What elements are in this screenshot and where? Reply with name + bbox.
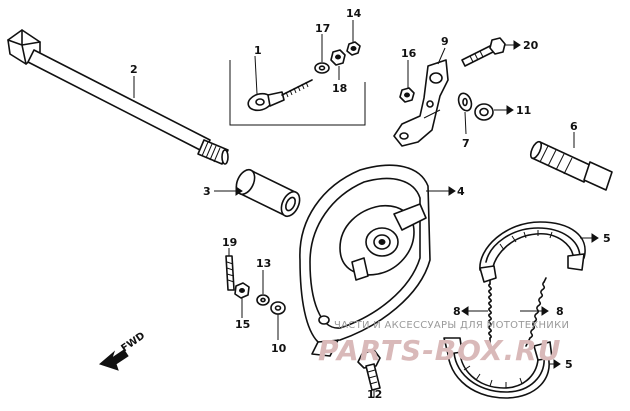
label-part-5-upper: 5 bbox=[603, 232, 611, 245]
axle-part-2 bbox=[7, 29, 229, 165]
label-part-17: 17 bbox=[315, 22, 330, 35]
label-part-8-right: 8 bbox=[556, 305, 564, 318]
brake-rod-assembly-frame bbox=[229, 60, 366, 126]
label-part-18: 18 bbox=[332, 82, 347, 95]
brake-arm-part-9 bbox=[393, 59, 449, 147]
part-number-labels: 1 2 3 4 5 5 6 7 8 8 9 10 11 12 13 14 15 … bbox=[130, 7, 611, 401]
label-part-11: 11 bbox=[516, 104, 531, 117]
nut-part-18 bbox=[330, 49, 346, 66]
label-part-12: 12 bbox=[367, 388, 382, 401]
label-part-4: 4 bbox=[457, 185, 465, 198]
watermark-logo: PARTS-BOX.RU bbox=[318, 334, 561, 367]
screw-part-19 bbox=[225, 255, 235, 291]
washer-part-7 bbox=[457, 92, 473, 112]
washer-part-10 bbox=[270, 301, 286, 315]
washer-part-13 bbox=[256, 294, 270, 306]
label-part-5-lower: 5 bbox=[565, 358, 573, 371]
label-part-6: 6 bbox=[570, 120, 578, 133]
label-part-16: 16 bbox=[401, 47, 417, 60]
label-part-9: 9 bbox=[441, 35, 449, 48]
collar-part-3 bbox=[235, 168, 301, 218]
label-part-1: 1 bbox=[254, 44, 262, 57]
bolt-part-20 bbox=[461, 37, 506, 67]
fwd-label: FWD bbox=[119, 330, 147, 354]
brake-cam-part-6 bbox=[529, 140, 613, 191]
bolt-part-12 bbox=[357, 349, 381, 391]
brake-shoe-lower-part-5 bbox=[443, 337, 553, 399]
nut-part-16 bbox=[399, 87, 415, 103]
nut-part-15 bbox=[234, 282, 250, 299]
spring-left-part-8 bbox=[488, 279, 492, 347]
spring-right-part-8 bbox=[525, 277, 547, 347]
label-part-14: 14 bbox=[346, 7, 362, 20]
label-part-3: 3 bbox=[203, 185, 211, 198]
brake-rod-part-1 bbox=[247, 79, 313, 112]
label-part-15: 15 bbox=[235, 318, 250, 331]
washer-part-17 bbox=[314, 62, 330, 74]
label-part-2: 2 bbox=[130, 63, 138, 76]
watermark-text: ЧАСТИ И АКСЕССУАРЫ ДЛЯ МОТОТЕХНИКИ bbox=[334, 320, 569, 331]
label-part-13: 13 bbox=[256, 257, 271, 270]
label-part-7: 7 bbox=[462, 137, 470, 150]
brake-panel-part-4 bbox=[299, 164, 431, 357]
label-part-10: 10 bbox=[271, 342, 287, 355]
label-part-19: 19 bbox=[222, 236, 237, 249]
label-part-20: 20 bbox=[523, 39, 539, 52]
label-part-8-left: 8 bbox=[453, 305, 461, 318]
forward-direction-indicator: FWD bbox=[99, 330, 147, 371]
leader-lines bbox=[133, 20, 599, 398]
watermark: ЧАСТИ И АКСЕССУАРЫ ДЛЯ МОТОТЕХНИКИ PARTS… bbox=[318, 320, 569, 367]
brake-shoe-upper-part-5 bbox=[479, 221, 586, 283]
nut-part-14 bbox=[346, 41, 361, 56]
seal-part-11 bbox=[474, 103, 494, 121]
